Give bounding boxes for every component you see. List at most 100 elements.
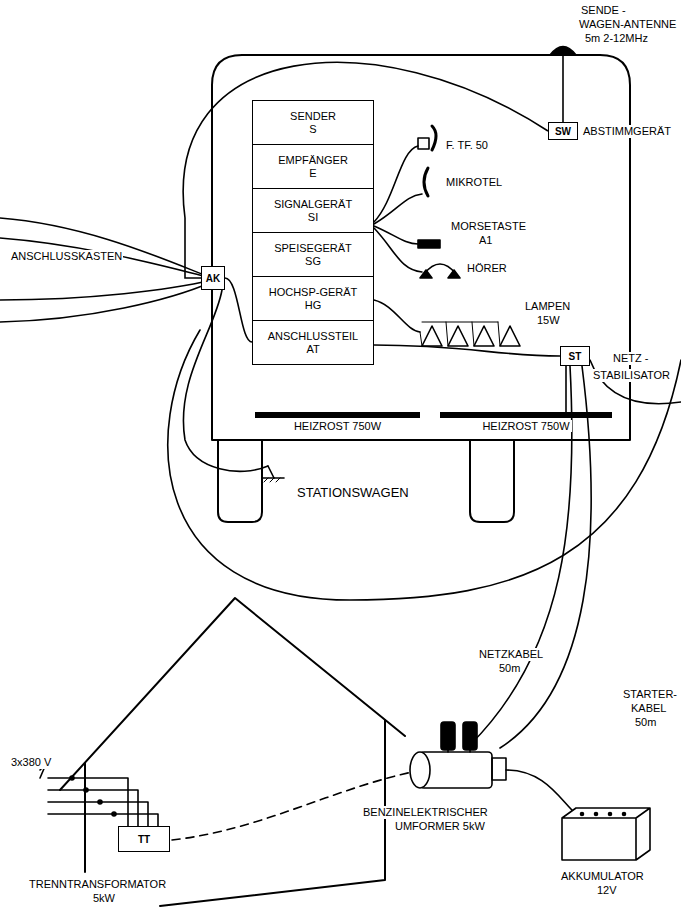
petrol-generator-stroke bbox=[506, 770, 576, 814]
part-label: UMFORMER 5kW bbox=[394, 820, 486, 833]
cable-line bbox=[183, 62, 548, 278]
part-label: 5kW bbox=[92, 892, 116, 905]
ground-stake-stroke bbox=[268, 466, 274, 478]
cable-connector bbox=[374, 345, 560, 356]
battery-stroke bbox=[609, 813, 612, 816]
node-text: ANSCHLUSSTEIL bbox=[268, 330, 358, 342]
morse-key bbox=[418, 240, 440, 248]
node-text: HOCHSP-GERÄT bbox=[269, 286, 358, 298]
battery-stroke bbox=[623, 813, 626, 816]
morse-key-stroke bbox=[418, 240, 440, 248]
supply-cables-stroke bbox=[0, 282, 212, 322]
antenna-stroke bbox=[550, 47, 576, 56]
unit-box: SIGNALGERÄTSI bbox=[252, 188, 374, 233]
mains-wires-stroke bbox=[48, 790, 138, 826]
house bbox=[60, 598, 405, 906]
heater-grid: HEIZROST 750W bbox=[440, 412, 612, 436]
tuner-box: SW bbox=[548, 122, 578, 140]
lamps-stroke bbox=[420, 322, 500, 346]
node-text: SI bbox=[308, 211, 318, 223]
supply-cables-stroke bbox=[0, 238, 212, 278]
part-label: NETZ - bbox=[612, 352, 649, 365]
part-label: A1 bbox=[478, 234, 493, 247]
part-label: STARTER- bbox=[622, 688, 678, 701]
station-wagon bbox=[212, 55, 630, 522]
telephone-stroke bbox=[432, 126, 436, 150]
netz-cable bbox=[470, 360, 681, 748]
transformer-box: TT bbox=[118, 826, 170, 852]
telephone-stroke bbox=[418, 138, 429, 149]
telephone bbox=[418, 126, 436, 150]
supply-cables bbox=[0, 218, 681, 600]
petrol-generator-stroke bbox=[410, 752, 430, 788]
node-text: AT bbox=[306, 343, 319, 355]
node-text: SPEISEGERÄT bbox=[274, 242, 352, 254]
supply-cables-stroke bbox=[0, 280, 212, 300]
antenna bbox=[550, 47, 576, 123]
antenna-stroke bbox=[562, 55, 564, 122]
lamps-stroke bbox=[422, 322, 498, 323]
part-label: MORSETASTE bbox=[450, 220, 527, 233]
node-text: SIGNALGERÄT bbox=[274, 198, 352, 210]
mains-wires-stroke bbox=[84, 788, 88, 792]
petrol-generator-stroke bbox=[463, 722, 477, 750]
node-text: E bbox=[309, 167, 316, 179]
unit-box: SPEISEGERÄTSG bbox=[252, 232, 374, 277]
part-label: 50m bbox=[498, 662, 521, 675]
supply-cables-stroke bbox=[0, 218, 212, 278]
heater-grid: HEIZROST 750W bbox=[255, 412, 420, 436]
part-label: AKKUMULATOR bbox=[560, 870, 645, 883]
battery bbox=[562, 808, 650, 860]
node-text: HEIZROST 750W bbox=[292, 420, 383, 432]
mains-wires bbox=[40, 764, 158, 826]
part-label: 12V bbox=[596, 884, 618, 897]
lamps-stroke bbox=[422, 326, 520, 346]
ground-stake-stroke bbox=[264, 478, 280, 482]
part-label: 3x380 V bbox=[10, 756, 52, 769]
node-text: SENDER bbox=[290, 110, 336, 122]
part-label: ANSCHLUSSKASTEN bbox=[10, 250, 123, 263]
node-text: HG bbox=[305, 299, 322, 311]
cable-line bbox=[565, 366, 567, 412]
cable-connector bbox=[566, 366, 567, 412]
part-label: 15W bbox=[536, 314, 561, 327]
peripheral-wires bbox=[374, 146, 422, 332]
unit-box: EMPFÄNGERE bbox=[252, 144, 374, 189]
mains-wires-stroke bbox=[70, 776, 74, 780]
supply-cables-stroke bbox=[168, 330, 681, 600]
netz-cable-stroke bbox=[470, 366, 572, 745]
unit-box: ANSCHLUSSTEILAT bbox=[252, 320, 374, 365]
cable-line bbox=[225, 278, 252, 342]
netz-cable-stroke bbox=[590, 360, 681, 404]
petrol-generator-stroke bbox=[492, 758, 506, 780]
station-wagon-stroke bbox=[212, 55, 630, 440]
part-label: 5m 2-12MHz bbox=[584, 32, 649, 45]
station-wagon-stroke bbox=[218, 440, 262, 522]
node-text: HEIZROST 750W bbox=[480, 420, 571, 432]
part-label: LAMPEN bbox=[524, 300, 571, 313]
cable-line bbox=[374, 345, 560, 356]
cable-connector bbox=[183, 62, 548, 278]
part-label: MIKROTEL bbox=[445, 176, 503, 189]
mikrotel bbox=[424, 168, 428, 196]
battery-stroke bbox=[595, 813, 598, 816]
part-label: STATIONSWAGEN bbox=[296, 486, 410, 501]
node-text: SG bbox=[305, 255, 321, 267]
house-stroke bbox=[60, 598, 405, 790]
lamps bbox=[420, 322, 520, 346]
cable-connector bbox=[225, 278, 252, 342]
petrol-generator-stroke bbox=[441, 722, 455, 750]
stabiliser-box: ST bbox=[560, 346, 590, 366]
part-label: 50m bbox=[634, 716, 657, 729]
part-label: NETZKABEL bbox=[478, 648, 544, 661]
peripheral-wires-stroke bbox=[374, 146, 418, 222]
node-text: ST bbox=[569, 351, 582, 362]
part-label: SENDE - bbox=[580, 4, 627, 17]
mains-wires-stroke bbox=[48, 814, 158, 826]
mains-wires-stroke bbox=[98, 800, 102, 804]
part-label: KABEL bbox=[630, 702, 667, 715]
battery-stroke bbox=[562, 808, 650, 860]
station-wagon-stroke bbox=[470, 440, 514, 522]
part-label: HÖRER bbox=[466, 262, 508, 275]
